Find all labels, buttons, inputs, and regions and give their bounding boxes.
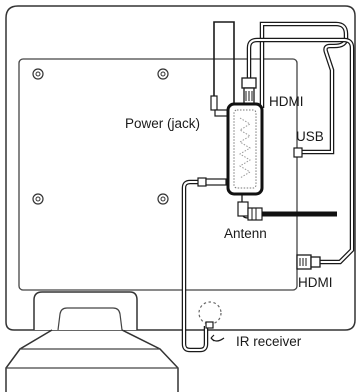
ir-receiver-sensor (198, 301, 225, 342)
ir-cable-plug (197, 177, 227, 187)
power-jack-plug (210, 95, 230, 117)
mounting-screw-bottom-right (157, 193, 169, 205)
hdmi-top-label: HDMI (269, 94, 304, 109)
ir-receiver-label: IR receiver (236, 334, 302, 349)
usb-plug (293, 147, 303, 158)
streaming-stick (226, 102, 264, 196)
antenna-label: Antenn (224, 226, 267, 241)
mounting-screw-bottom-left (32, 193, 44, 205)
mounting-screw-top-right (157, 68, 169, 80)
tv-stand (5, 291, 179, 392)
usb-label: USB (296, 129, 324, 144)
hdmi-plug-top (241, 77, 257, 105)
tv-back-panel (5, 5, 356, 331)
power-cable (213, 21, 235, 110)
mounting-screw-top-left (32, 68, 44, 80)
hdmi-bottom-label: HDMI (298, 275, 333, 290)
power-jack-label: Power (jack) (125, 116, 200, 131)
hdmi-plug-bottom (296, 254, 321, 270)
